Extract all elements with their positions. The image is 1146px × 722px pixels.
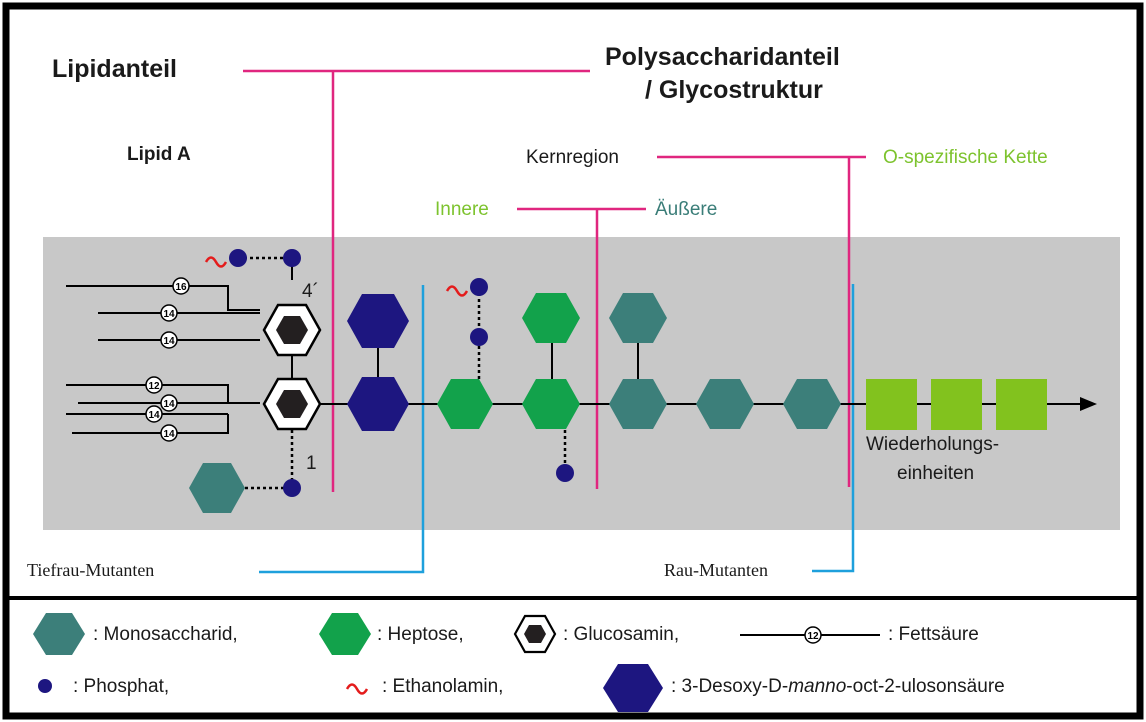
legend-phosphate-label: : Phosphat,: [73, 676, 170, 697]
lipid-part-label: Lipidanteil: [52, 55, 177, 83]
mutant-brackets: [259, 284, 855, 574]
monosaccharide-hexagon: [696, 379, 754, 429]
fatty-acid-label: 14: [163, 309, 175, 320]
legend-glucosamine-icon: [513, 614, 557, 654]
chain-arrow-head: [1080, 397, 1097, 411]
legend-kdo-prefix: : 3-Desoxy-D-: [671, 676, 789, 697]
heptose-hexagon: [437, 379, 493, 429]
fatty-acid-label: 12: [148, 381, 160, 392]
repeat-units-label-line2: einheiten: [897, 463, 975, 484]
kdo-hexagon: [347, 377, 409, 431]
fatty-acid-label: 14: [163, 336, 175, 347]
fatty-acid-label: 14: [163, 399, 175, 410]
position-1-label: 1: [306, 453, 317, 474]
glycostructure-label: / Glycostruktur: [645, 76, 823, 104]
legend-ethanolamine-label: : Ethanolamin,: [382, 676, 504, 697]
monosaccharide-hexagon: [609, 293, 667, 343]
legend-glucosamine-label: : Glucosamin,: [563, 624, 680, 645]
legend-kdo-italic: manno: [788, 676, 847, 697]
o-specific-chain-label: O-spezifische Kette: [883, 147, 1048, 168]
core-region-label: Kernregion: [526, 147, 619, 168]
ethanolamine-icon: [204, 256, 228, 268]
repeat-unit-square: [931, 379, 982, 430]
polysaccharide-part-label: Polysaccharidanteil: [605, 43, 840, 71]
fatty-acid-label: 14: [163, 429, 175, 440]
legend-heptose-label: : Heptose,: [377, 624, 464, 645]
header-brackets: [243, 69, 866, 492]
monosaccharide-hexagon: [783, 379, 841, 429]
legend-monosaccharide-icon: [33, 613, 85, 655]
lipid-a-label: Lipid A: [127, 144, 191, 165]
legend-phosphate-icon: [38, 679, 52, 693]
legend-fatty-acid-number: 12: [807, 631, 819, 642]
legend-monosaccharide-label: : Monosaccharid,: [93, 624, 238, 645]
legend-fatty-acid-icon: 12: [740, 626, 880, 644]
rough-mutants-label: Rau-Mutanten: [664, 560, 768, 580]
glucosamine-lower: [262, 377, 322, 431]
phosphate-dots: [229, 249, 574, 497]
fatty-acid-label: 14: [148, 410, 160, 421]
monosaccharide-hexagon: [189, 463, 245, 513]
position-4-label: 4´: [302, 281, 319, 302]
kdo-hexagon: [347, 294, 409, 348]
legend-fatty-acid-label: : Fettsäure: [888, 624, 979, 645]
monosaccharide-hexagon: [609, 379, 667, 429]
glucosamine-upper: [262, 303, 322, 357]
deep-rough-mutants-label: Tiefrau-Mutanten: [27, 560, 155, 580]
fatty-acid-label: 16: [175, 282, 187, 293]
repeat-units-label-line1: Wiederholungs-: [866, 434, 1000, 455]
repeat-unit-square: [996, 379, 1047, 430]
outer-core-label: Äußere: [655, 199, 718, 220]
heptose-hexagon: [522, 293, 580, 343]
inner-core-label: Innere: [435, 199, 489, 220]
legend-heptose-icon: [319, 613, 371, 655]
legend-ethanolamine-icon: [345, 683, 369, 695]
heptose-hexagon: [522, 379, 580, 429]
fatty-acid-markers: 16 14 14 12 14 14 14: [145, 277, 190, 442]
legend-kdo-label: : 3-Desoxy-D-manno-oct-2-ulosonsäure: [671, 676, 1005, 698]
repeat-unit-square: [866, 379, 917, 430]
legend-kdo-icon: [603, 664, 663, 712]
legend-kdo-suffix: -oct-2-ulosonsäure: [846, 676, 1005, 697]
ethanolamine-icon: [445, 285, 469, 297]
